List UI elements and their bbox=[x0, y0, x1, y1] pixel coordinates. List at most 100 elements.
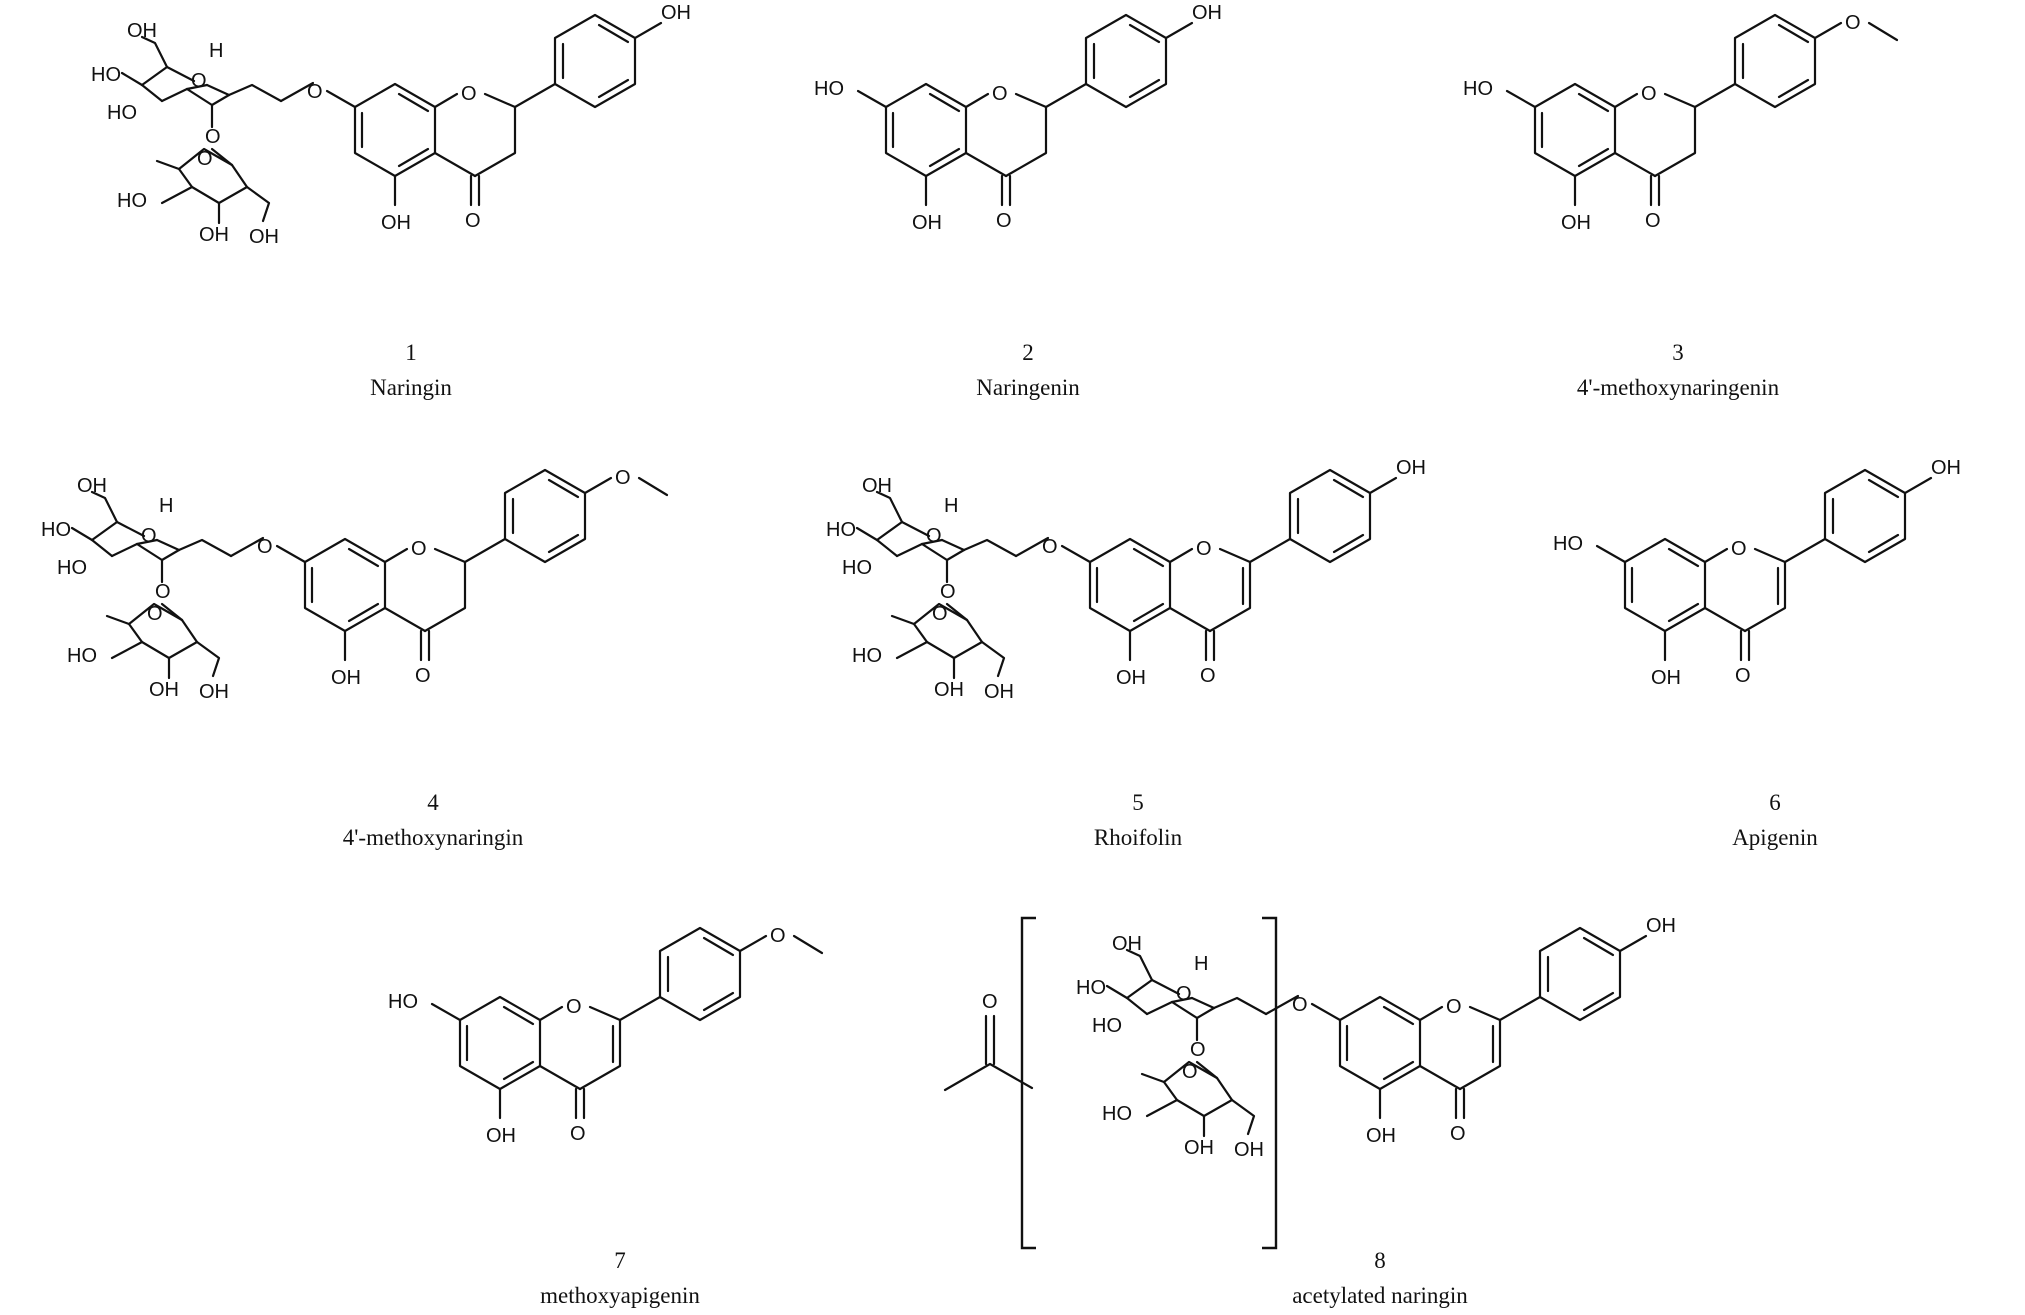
atom-label: O bbox=[982, 991, 998, 1013]
atom-label: O bbox=[1176, 983, 1192, 1005]
atom-label: O bbox=[1200, 665, 1216, 687]
atom-label: HO bbox=[1553, 533, 1583, 555]
atom-label: O bbox=[257, 536, 273, 558]
compound-2-structure: O O OH OH HO bbox=[814, 2, 1222, 234]
compound-number: 2 bbox=[1022, 340, 1034, 365]
atom-label: H bbox=[209, 40, 223, 62]
right-bracket bbox=[1262, 916, 1278, 1250]
atom-label: HO bbox=[852, 645, 882, 667]
compound-number: 8 bbox=[1374, 1248, 1386, 1273]
compound-1-structure: O O OH OH O O H OH HO HO O O HO OH OH bbox=[91, 2, 691, 248]
atom-label: OH bbox=[1561, 212, 1591, 234]
atom-label: HO bbox=[57, 557, 87, 579]
compound-number: 1 bbox=[405, 340, 417, 365]
compound-name: Rhoifolin bbox=[1094, 825, 1183, 850]
atom-label: O bbox=[992, 83, 1008, 105]
atom-label: OH bbox=[1651, 667, 1681, 689]
compound-5-structure: O O OH OH O O H OH HO HO O O HO OH OH bbox=[826, 457, 1426, 703]
atom-label: O bbox=[191, 70, 207, 92]
atom-label: HO bbox=[1076, 977, 1106, 999]
atom-label: O bbox=[415, 665, 431, 687]
atom-label: OH bbox=[912, 212, 942, 234]
atom-label: O bbox=[1735, 665, 1751, 687]
compound-name: 4'-methoxynaringin bbox=[343, 825, 524, 850]
atom-label: O bbox=[926, 525, 942, 547]
atom-label: O bbox=[1845, 12, 1861, 34]
atom-label: OH bbox=[862, 475, 892, 497]
atom-label: O bbox=[1446, 996, 1462, 1018]
atom-label: OH bbox=[1366, 1125, 1396, 1147]
compound-name: Naringenin bbox=[976, 375, 1080, 400]
compound-name: 4'-methoxynaringenin bbox=[1577, 375, 1780, 400]
atom-label: HO bbox=[388, 991, 418, 1013]
atom-label: OH bbox=[249, 226, 279, 248]
atom-label: OH bbox=[934, 679, 964, 701]
compound-3-structure: O O OH O HO bbox=[1463, 12, 1899, 234]
atom-label: OH bbox=[984, 681, 1014, 703]
atom-label: O bbox=[155, 581, 171, 603]
atom-label: OH bbox=[486, 1125, 516, 1147]
atom-label: O bbox=[147, 603, 163, 625]
atom-label: OH bbox=[331, 667, 361, 689]
atom-label: O bbox=[1645, 210, 1661, 232]
atom-label: O bbox=[1450, 1123, 1466, 1145]
atom-label: O bbox=[1641, 83, 1657, 105]
compound-number: 6 bbox=[1769, 790, 1781, 815]
atom-label: O bbox=[205, 126, 221, 148]
atom-label: OH bbox=[149, 679, 179, 701]
atom-label: HO bbox=[107, 102, 137, 124]
atom-label: O bbox=[461, 83, 477, 105]
atom-label: OH bbox=[199, 224, 229, 246]
atom-label: O bbox=[1292, 994, 1308, 1016]
atom-label: OH bbox=[1116, 667, 1146, 689]
atom-label: OH bbox=[1112, 933, 1142, 955]
atom-label: HO bbox=[826, 519, 856, 541]
atom-label: H bbox=[159, 495, 173, 517]
atom-label: O bbox=[197, 148, 213, 170]
atom-label: O bbox=[1182, 1061, 1198, 1083]
atom-label: O bbox=[566, 996, 582, 1018]
atom-label: O bbox=[1731, 538, 1747, 560]
atom-label: OH bbox=[199, 681, 229, 703]
compound-name: Naringin bbox=[370, 375, 452, 400]
compound-number: 4 bbox=[427, 790, 439, 815]
atom-label: O bbox=[1042, 536, 1058, 558]
compound-number: 5 bbox=[1132, 790, 1144, 815]
atom-label: O bbox=[570, 1123, 586, 1145]
atom-label: HO bbox=[91, 64, 121, 86]
compound-4-structure: O O OH O O O H OH HO HO O O HO OH OH bbox=[41, 467, 669, 703]
atom-label: OH bbox=[127, 20, 157, 42]
atom-label: O bbox=[615, 467, 631, 489]
compound-8-structure: O O OH OH O O H OH HO HO O O HO OH OH bbox=[1076, 915, 1676, 1161]
atom-label: O bbox=[307, 81, 323, 103]
atom-label: OH bbox=[1931, 457, 1961, 479]
atom-label: HO bbox=[842, 557, 872, 579]
compound-7-structure: O O OH O HO bbox=[388, 925, 824, 1147]
atom-label: HO bbox=[67, 645, 97, 667]
atom-label: OH bbox=[661, 2, 691, 24]
atom-label: HO bbox=[1102, 1103, 1132, 1125]
atom-label: OH bbox=[1184, 1137, 1214, 1159]
atom-label: O bbox=[940, 581, 956, 603]
compound-6-structure: O O OH OH HO bbox=[1553, 457, 1961, 689]
atom-label: OH bbox=[381, 212, 411, 234]
atom-label: O bbox=[770, 925, 786, 947]
atom-label: O bbox=[465, 210, 481, 232]
atom-label: O bbox=[141, 525, 157, 547]
atom-label: HO bbox=[1092, 1015, 1122, 1037]
atom-label: OH bbox=[1192, 2, 1222, 24]
atom-label: H bbox=[944, 495, 958, 517]
atom-label: O bbox=[1196, 538, 1212, 560]
atom-label: HO bbox=[814, 78, 844, 100]
compound-number: 3 bbox=[1672, 340, 1684, 365]
compound-number: 7 bbox=[614, 1248, 626, 1273]
atom-label: HO bbox=[1463, 78, 1493, 100]
compound-name: methoxyapigenin bbox=[540, 1283, 700, 1308]
atom-label: OH bbox=[1646, 915, 1676, 937]
atom-label: H bbox=[1194, 953, 1208, 975]
atom-label: O bbox=[1190, 1039, 1206, 1061]
acetyl-group: O bbox=[943, 991, 1034, 1092]
compound-name: acetylated naringin bbox=[1292, 1283, 1468, 1308]
atom-label: HO bbox=[117, 190, 147, 212]
